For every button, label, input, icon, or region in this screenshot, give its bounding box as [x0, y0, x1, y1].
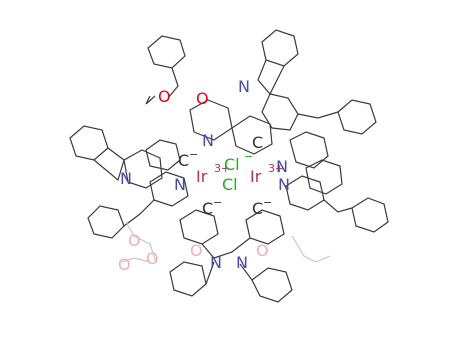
phenyl-ring-right-low	[351, 197, 389, 233]
svg-text:C: C	[202, 199, 213, 218]
nitrogen-atom-label: N	[174, 175, 186, 194]
carbazole-benzo-ring-right	[289, 131, 329, 169]
carbazole-benzo-ring-left	[69, 125, 109, 161]
phenyl-ring-bottom-left	[179, 209, 219, 245]
svg-text:3+: 3+	[214, 162, 230, 175]
oxygen-atom-label-faded: O	[190, 241, 203, 260]
phenyl-ring-right-top	[337, 99, 377, 135]
svg-text:Ir: Ir	[250, 167, 262, 186]
carbazole-benzo-ring-bottom-left	[169, 261, 207, 297]
nitrogen-atom-label: N	[202, 131, 214, 150]
pyridine-ring-right-low	[285, 175, 325, 211]
phenyl-ring-left-low	[87, 205, 125, 239]
nitrogen-atom-label: N	[276, 157, 288, 176]
oxygen-atom-label-faded: O	[256, 241, 269, 260]
atom-labels: O O N N N N N N N N C C − C − C − C Ir	[118, 77, 290, 274]
faded-ester-fragment	[121, 221, 331, 263]
oxygen-atom-label-faded: O	[128, 231, 141, 250]
nitrogen-atom-label: N	[238, 77, 250, 96]
oxygen-atom-label: O	[158, 87, 171, 106]
nitrogen-atom-label: N	[120, 169, 132, 188]
svg-text:3+: 3+	[268, 162, 284, 175]
carbon-atom-label: C	[252, 133, 263, 152]
chloride-bridge-bottom: Cl	[222, 175, 238, 194]
phenyl-ring-top-left	[147, 35, 186, 69]
iridium-atom-right: Ir 3+	[250, 162, 284, 186]
carbanion-label-bottom-left: C −	[202, 196, 222, 218]
nitrogen-atom-label: N	[210, 253, 222, 272]
oxygen-atom-label: O	[196, 89, 209, 108]
chloride-bridge-top: Cl −	[224, 150, 253, 174]
phenyl-ring-left-mid	[145, 139, 181, 171]
carbanion-label-left: C −	[178, 148, 198, 170]
svg-text:−: −	[244, 150, 253, 163]
svg-text:C: C	[252, 199, 263, 218]
oxygen-atom-label-faded: O	[118, 255, 131, 274]
svg-text:C: C	[178, 151, 189, 170]
oxygen-atom-label-faded: O	[146, 249, 159, 268]
svg-text:Ir: Ir	[196, 167, 208, 186]
carbanion-label-top-right: C	[254, 135, 265, 154]
nitrogen-atom-label: N	[278, 175, 290, 194]
svg-text:−: −	[263, 196, 272, 209]
carbazole-benzo-ring-top	[261, 29, 299, 67]
svg-text:Cl: Cl	[222, 175, 238, 194]
svg-text:Cl: Cl	[224, 155, 240, 174]
svg-text:−: −	[213, 196, 222, 209]
carbazole-benzo-ring-bottom-right	[251, 267, 293, 303]
svg-text:−: −	[189, 148, 198, 161]
carbanion-label-bottom-right: C −	[252, 196, 272, 218]
pyridine-ring-top-right	[231, 115, 273, 155]
iridium-atom-left: Ir 3+	[196, 162, 230, 186]
nitrogen-atom-label: N	[236, 253, 248, 272]
bond-skeleton	[69, 29, 389, 303]
